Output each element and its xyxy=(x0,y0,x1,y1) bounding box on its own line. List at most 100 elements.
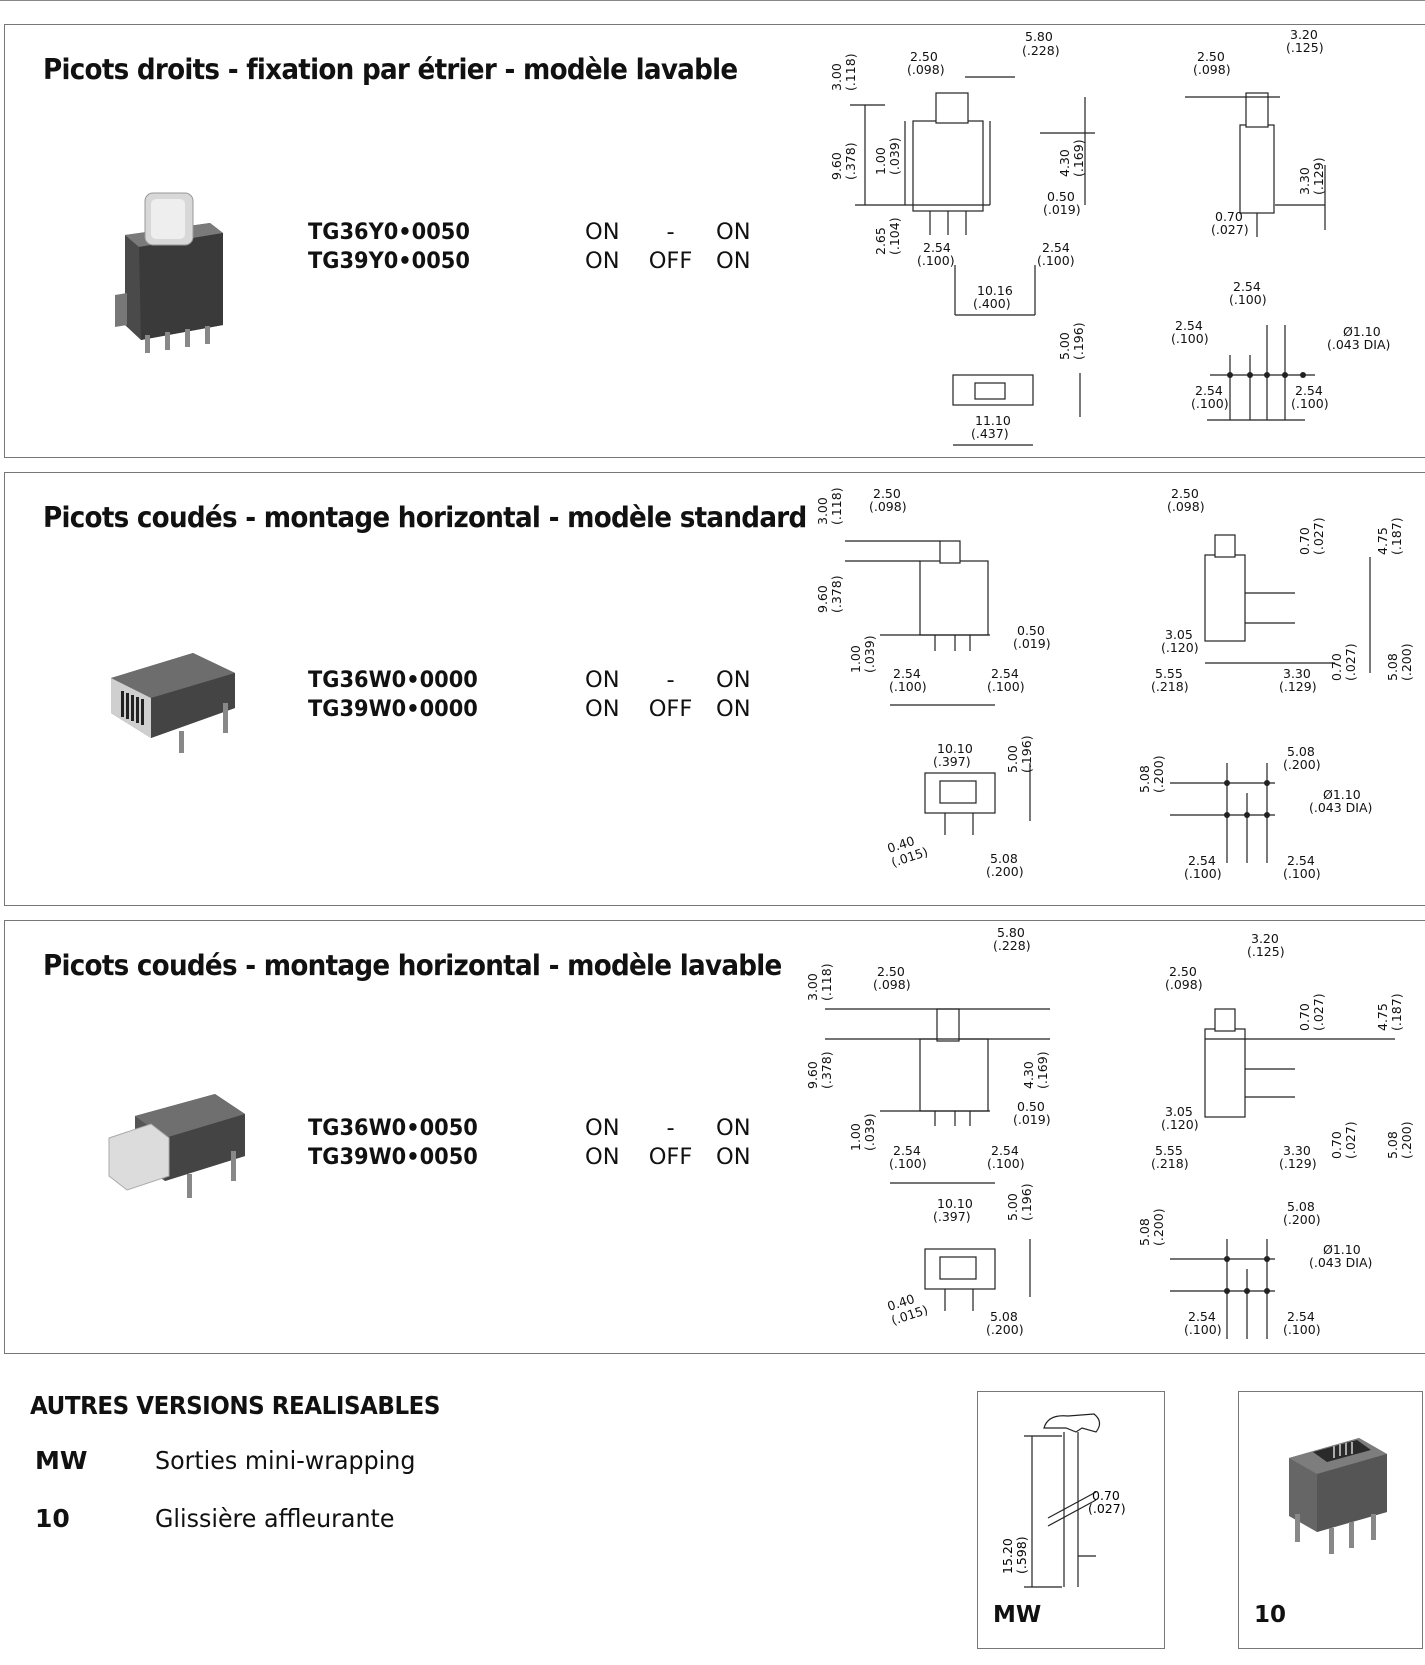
dim-label: 3.00 xyxy=(805,973,820,1001)
svg-text:2.54: 2.54 xyxy=(991,666,1019,681)
svg-text:(.019): (.019) xyxy=(1013,636,1051,651)
svg-text:(.129): (.129) xyxy=(1311,157,1326,195)
mini-wrapping-pin-drawing: 15.20 (.598) 0.70 (.027) xyxy=(1000,1413,1126,1588)
dim-label: (.200) xyxy=(1283,757,1321,772)
svg-text:(.187): (.187) xyxy=(1389,993,1404,1031)
svg-text:(.027): (.027) xyxy=(1211,222,1249,237)
dim-label: (.397) xyxy=(933,754,971,769)
svg-text:(.100): (.100) xyxy=(889,1156,927,1171)
dim-label: 5.00 xyxy=(1005,745,1020,773)
dim-label: 9.60 xyxy=(829,152,844,180)
position-2: OFF xyxy=(648,1144,693,1170)
dim-label: 4.75 xyxy=(1375,527,1390,555)
svg-text:2.50: 2.50 xyxy=(1171,486,1199,501)
svg-text:(.043 DIA): (.043 DIA) xyxy=(1309,1255,1372,1270)
dim-label: 5.08 xyxy=(1137,1218,1152,1246)
dim-label: 0.70 xyxy=(1297,527,1312,555)
part-number: TG36W0•0050 xyxy=(308,1115,478,1141)
svg-text:2.54: 2.54 xyxy=(1188,1309,1216,1324)
position-3: ON xyxy=(716,248,751,274)
svg-text:2.65: 2.65 xyxy=(873,227,888,255)
dim-label: 2.54 xyxy=(1287,1309,1315,1324)
dim-label: (.027) xyxy=(1088,1501,1126,1516)
dim-label: 10.10 xyxy=(937,741,973,756)
dim-label: (.218) xyxy=(1151,1156,1189,1171)
dim-label: 0.70 xyxy=(1329,653,1344,681)
svg-text:(.200): (.200) xyxy=(1151,1208,1166,1246)
position-2: - xyxy=(666,667,675,693)
dim-label: (.027) xyxy=(1211,222,1249,237)
dim-label: (.098) xyxy=(869,499,907,514)
svg-text:(.027): (.027) xyxy=(1311,517,1326,555)
dim-label: 2.50 xyxy=(877,964,905,979)
svg-text:9.60: 9.60 xyxy=(805,1061,820,1089)
svg-text:(.200): (.200) xyxy=(1283,757,1321,772)
position-3: ON xyxy=(716,667,751,693)
svg-text:2.50: 2.50 xyxy=(1197,49,1225,64)
dim-label: 5.80 xyxy=(1025,29,1053,44)
section-straight-pins: Picots droits - fixation par étrier - mo… xyxy=(4,24,1425,458)
position-1: ON xyxy=(585,1144,620,1170)
svg-text:10.16: 10.16 xyxy=(977,283,1013,298)
svg-text:9.60: 9.60 xyxy=(815,585,830,613)
svg-text:(.098): (.098) xyxy=(869,499,907,514)
svg-text:2.54: 2.54 xyxy=(923,240,951,255)
svg-text:(.100): (.100) xyxy=(987,1156,1025,1171)
dim-label: (.187) xyxy=(1389,517,1404,555)
svg-text:(.196): (.196) xyxy=(1071,322,1086,360)
dim-label: 3.30 xyxy=(1283,1143,1311,1158)
svg-text:(.120): (.120) xyxy=(1161,1117,1199,1132)
dim-label: 2.50 xyxy=(1197,49,1225,64)
svg-text:2.50: 2.50 xyxy=(873,486,901,501)
svg-text:(.039): (.039) xyxy=(887,137,902,175)
svg-text:10.10: 10.10 xyxy=(937,741,973,756)
dim-label: (.200) xyxy=(1283,1212,1321,1227)
dim-label: 5.08 xyxy=(1137,765,1152,793)
svg-text:(.218): (.218) xyxy=(1151,679,1189,694)
svg-text:(.019): (.019) xyxy=(1013,1112,1051,1127)
dim-label: (.200) xyxy=(1399,643,1414,681)
svg-text:(.100): (.100) xyxy=(1171,331,1209,346)
svg-text:5.55: 5.55 xyxy=(1155,666,1183,681)
dim-label: 2.54 xyxy=(1233,279,1261,294)
dim-label: (.598) xyxy=(1014,1536,1029,1574)
dim-label: 10.16 xyxy=(977,283,1013,298)
dim-label: 3.30 xyxy=(1283,666,1311,681)
svg-text:(.027): (.027) xyxy=(1343,643,1358,681)
dim-label: (.397) xyxy=(933,1209,971,1224)
flush-slider-box-label: 10 xyxy=(1254,1602,1287,1628)
dim-label: (.098) xyxy=(1193,62,1231,77)
option-description: Sorties mini-wrapping xyxy=(155,1446,416,1475)
dim-label: (.027) xyxy=(1343,643,1358,681)
svg-text:(.218): (.218) xyxy=(1151,1156,1189,1171)
dim-label: (.027) xyxy=(1311,993,1326,1031)
svg-text:(.200): (.200) xyxy=(1151,755,1166,793)
dim-label: 2.54 xyxy=(1295,383,1323,398)
position-1: ON xyxy=(585,667,620,693)
dim-label: (.043 DIA) xyxy=(1309,800,1372,815)
svg-text:(.100): (.100) xyxy=(987,679,1025,694)
svg-text:(.027): (.027) xyxy=(1088,1501,1126,1516)
svg-text:4.30: 4.30 xyxy=(1057,149,1072,177)
section-title: Picots coudés - montage horizontal - mod… xyxy=(43,501,807,534)
svg-text:5.08: 5.08 xyxy=(990,1309,1018,1324)
svg-text:(.100): (.100) xyxy=(889,679,927,694)
dim-label: (.437) xyxy=(971,426,1009,441)
dim-label: (.039) xyxy=(862,1113,877,1151)
svg-text:0.70: 0.70 xyxy=(1329,1131,1344,1159)
flush-slider-photo xyxy=(1289,1438,1387,1554)
dim-label: (.019) xyxy=(1013,1112,1051,1127)
dim-label: 2.54 xyxy=(1287,853,1315,868)
svg-text:2.54: 2.54 xyxy=(893,1143,921,1158)
svg-text:2.54: 2.54 xyxy=(991,1143,1019,1158)
dim-label: (.378) xyxy=(843,142,858,180)
dim-label: 2.54 xyxy=(1175,318,1203,333)
svg-text:(.437): (.437) xyxy=(971,426,1009,441)
dim-label: 1.00 xyxy=(873,147,888,175)
svg-text:Ø1.10: Ø1.10 xyxy=(1323,1242,1361,1257)
dim-label: (.100) xyxy=(987,679,1025,694)
dim-label: (.027) xyxy=(1311,517,1326,555)
svg-text:5.08: 5.08 xyxy=(1137,1218,1152,1246)
dim-label: 5.08 xyxy=(990,851,1018,866)
